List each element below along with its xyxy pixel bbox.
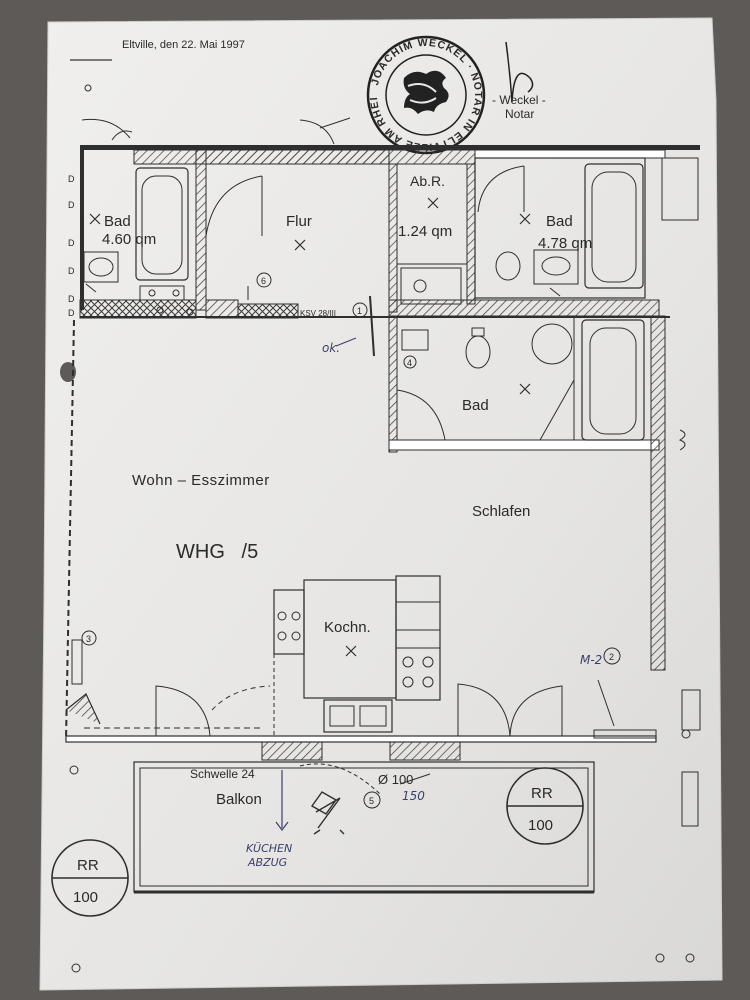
handwritten-arrow [275, 770, 289, 831]
svg-text:D: D [68, 266, 75, 276]
date-line: Eltville, den 22. Mai 1997 [122, 39, 245, 51]
room-bad-left-name: Bad [104, 213, 131, 230]
svg-text:D: D [68, 294, 75, 304]
room-kochn-name: Kochn. [324, 619, 371, 636]
numbered-markers [81, 272, 621, 809]
lion-emblem [403, 70, 449, 114]
marker-5: 5 [369, 796, 374, 806]
marker-3: 3 [86, 634, 91, 644]
note-ksv: KSV 28/III [300, 309, 336, 318]
signature-caption-2: Notar [505, 107, 534, 121]
unit-label: WHG /5 [176, 541, 258, 563]
marker-2: 2 [609, 652, 614, 662]
rr-right-bottom: 100 [528, 817, 553, 834]
rr-right-top: RR [531, 785, 553, 802]
room-abr-area: 1.24 qm [398, 223, 452, 240]
room-abr-name: Ab.R. [410, 173, 445, 189]
room-bad-right-area: 4.78 qm [538, 235, 592, 252]
note-schwelle: Schwelle 24 [190, 767, 255, 781]
svg-text:D: D [68, 308, 75, 318]
room-bad-middle-name: Bad [462, 397, 489, 414]
punch-hole [60, 362, 76, 382]
note-pipe-alt: 150 [402, 789, 425, 803]
marker-4: 4 [407, 358, 412, 368]
marker-1: 1 [357, 306, 362, 316]
room-schlafen-name: Schlafen [472, 503, 530, 520]
handwritten-m2: M-2 [580, 653, 602, 667]
handwritten-abzug: ABZUG [247, 856, 287, 869]
note-pipe-diameter: Ø 100 [378, 772, 413, 787]
marker-6: 6 [261, 276, 266, 286]
svg-text:D: D [68, 238, 75, 248]
room-flur-name: Flur [286, 213, 312, 230]
notary-signature [505, 41, 534, 103]
rr-left-bottom: 100 [73, 889, 98, 906]
signature-caption-1: - Weckel - [492, 93, 546, 107]
floor-plan [51, 84, 701, 973]
svg-text:D: D [68, 174, 75, 184]
handwritten-kuechen: KÜCHEN [246, 842, 292, 855]
handwritten-ok: ok. [322, 341, 340, 355]
rr-left-top: RR [77, 857, 99, 874]
room-balkon-name: Balkon [216, 791, 262, 808]
room-bad-left-area: 4.60 qm [102, 231, 156, 248]
room-bad-right-name: Bad [546, 213, 573, 230]
svg-text:D: D [68, 200, 75, 210]
paper-sheet [39, 17, 723, 991]
room-wohn-name: Wohn – Esszimmer [132, 472, 270, 489]
left-edge-marks: D D D D D D [68, 174, 75, 318]
